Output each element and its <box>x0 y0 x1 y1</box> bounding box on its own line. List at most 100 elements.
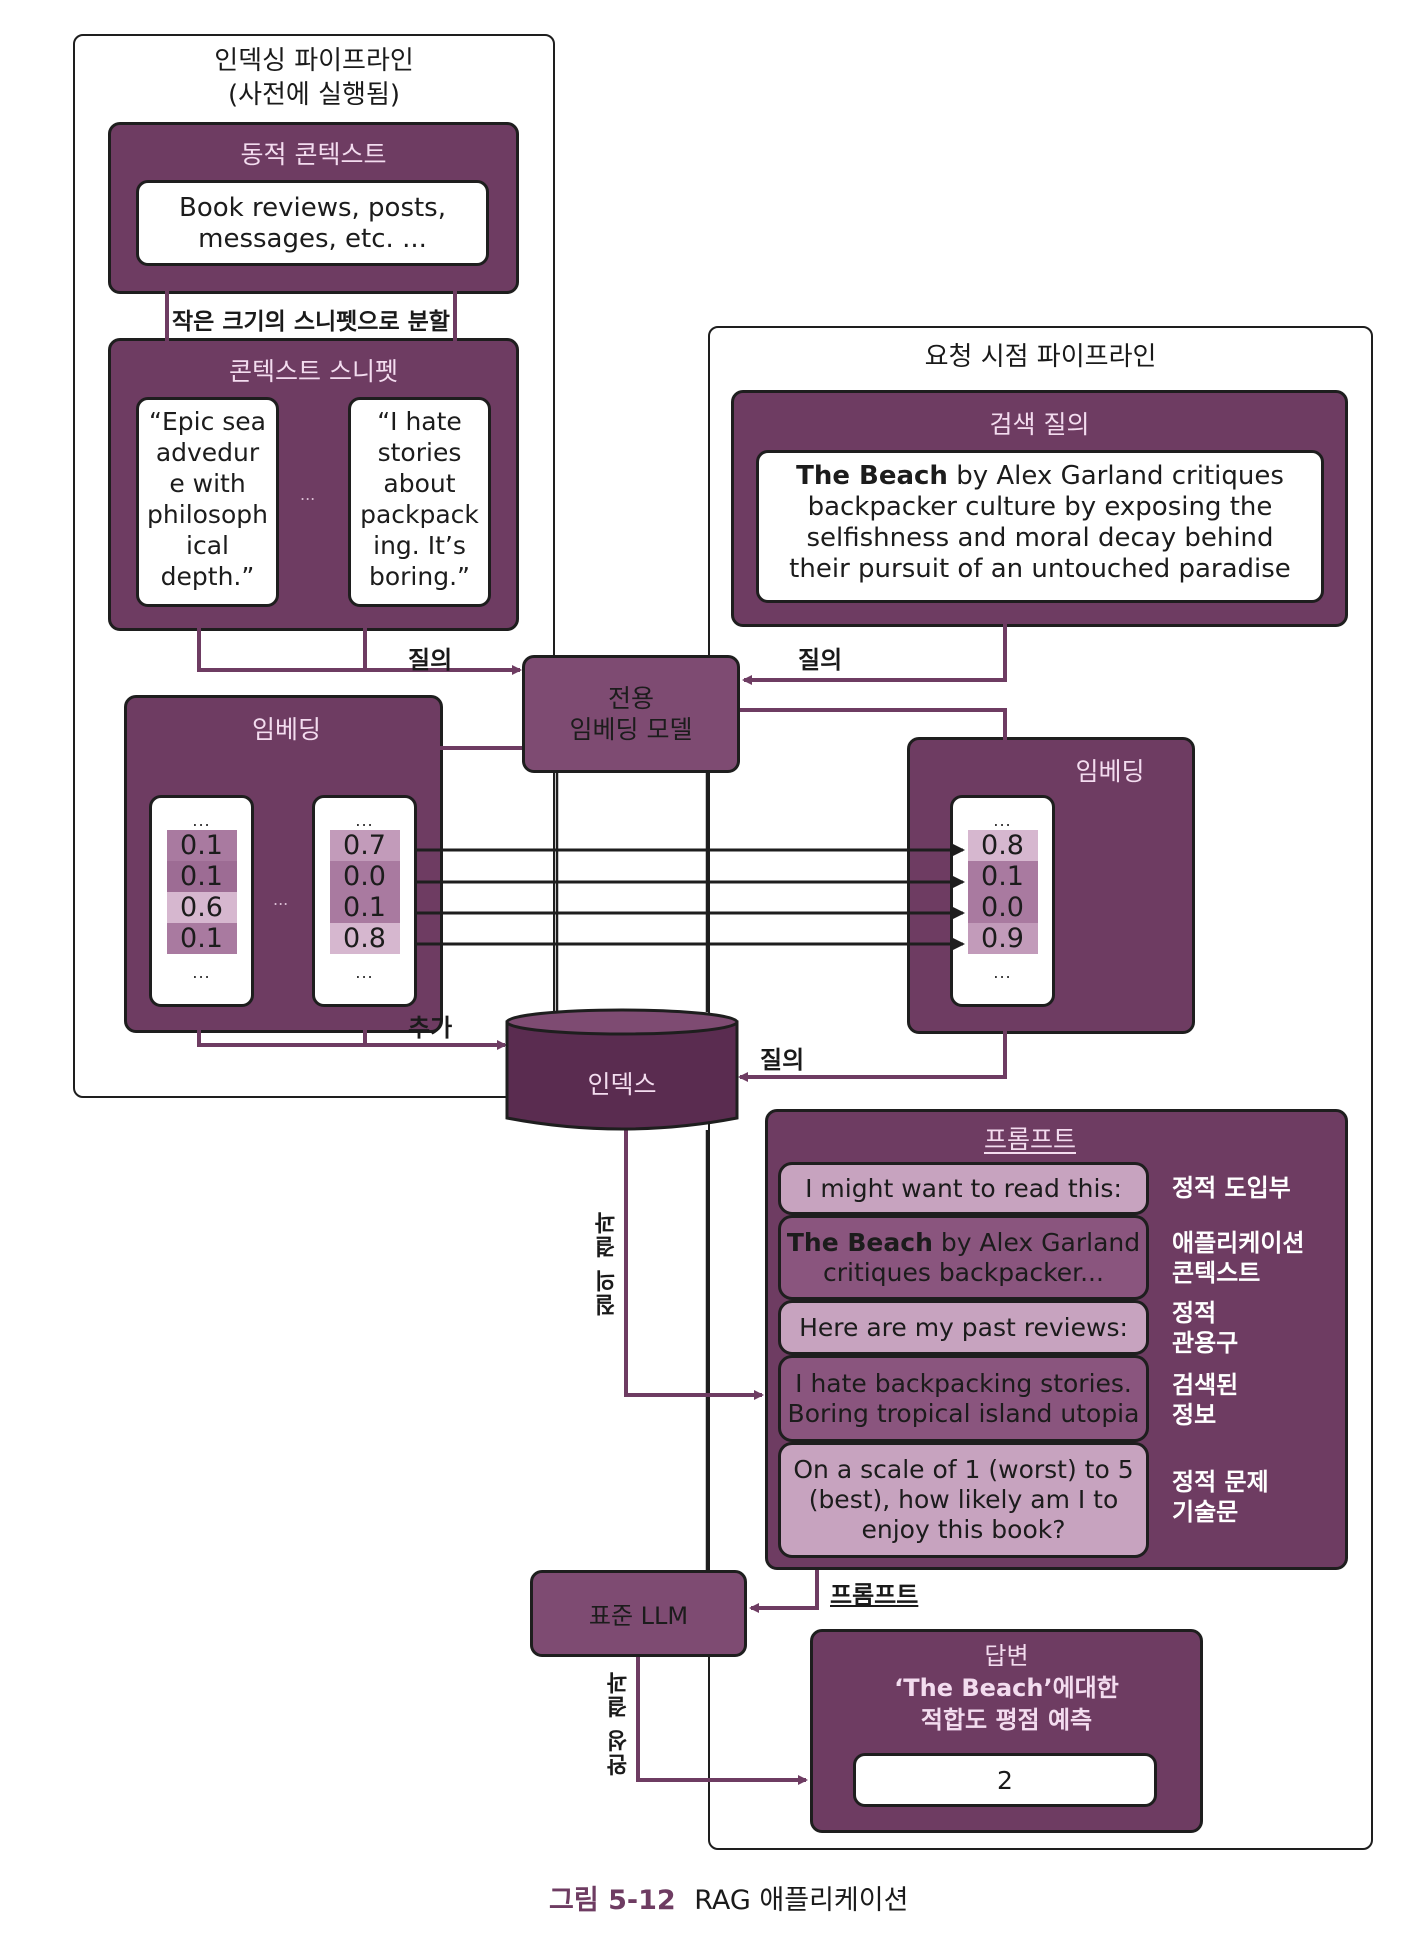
prompt-label-line: 관용구 <box>1172 1329 1239 1357</box>
snippet-line: depth.” <box>160 562 255 591</box>
snippet-line: advedur <box>155 438 260 467</box>
indexing-pipeline-title-line2: (사전에 실행됨) <box>227 80 401 110</box>
vector-value: 0.6 <box>166 892 237 923</box>
figure-caption: 그림 5-12 RAG 애플리케이션 <box>549 1878 908 1917</box>
request-pipeline-title: 요청 시점 파이프라인 <box>924 342 1157 372</box>
vector-value: 0.1 <box>166 830 237 861</box>
prompt-label-line: 콘텍스트 <box>1172 1259 1261 1287</box>
search-query-line4: their pursuit of an untouched paradise <box>789 554 1291 584</box>
figure-number: 그림 5-12 <box>549 1885 676 1916</box>
vector-value: 0.1 <box>166 861 237 892</box>
indexing-embeddings-title: 임베딩 <box>252 715 322 744</box>
prompt-item-text: enjoy this book? <box>861 1515 1066 1544</box>
vector-value: 0.0 <box>329 861 400 892</box>
snippet-line: about <box>383 469 456 498</box>
prompt-label-line: 정적 <box>1172 1299 1217 1327</box>
prompt-label-line: 정적 문제 <box>1172 1468 1269 1496</box>
snippet-line: ical <box>186 531 229 560</box>
vector-ellipsis-bottom: ... <box>355 963 374 982</box>
snippet-line: ing. It’s <box>373 531 466 560</box>
prompt-item-app-context: The Beach by Alex Garland critiques back… <box>778 1215 1149 1300</box>
completion-label: 완성 결과 <box>607 1670 632 1776</box>
dynamic-context-text-box: Book reviews, posts, messages, etc. ... <box>136 180 489 266</box>
search-query-line2: backpacker culture by exposing the <box>807 492 1273 522</box>
embedding-model-line1: 전용 <box>607 684 654 713</box>
context-snippets-title: 콘텍스트 스니펫 <box>229 357 398 386</box>
search-query-line3: selfishness and moral decay behind <box>806 523 1274 553</box>
llm-box: 표준 LLM <box>530 1570 747 1657</box>
prompt-title: 프롬프트 <box>983 1125 1076 1154</box>
prompt-item-static-intro: I might want to read this: <box>778 1162 1149 1215</box>
prompt-label-static-intro: 정적 도입부 <box>1172 1173 1291 1203</box>
prompt-item-text: I might want to read this: <box>805 1173 1122 1203</box>
answer-value: 2 <box>997 1765 1013 1795</box>
prompt-item-text: by Alex Garland <box>932 1227 1141 1257</box>
indexing-pipeline-title-line1: 인덱싱 파이프라인 <box>214 46 414 76</box>
snippet-card: “Epic sea advedur e with philosoph ical … <box>136 397 279 607</box>
prompt-label-static-boilerplate: 정적 관용구 <box>1172 1298 1238 1358</box>
vector-value: 0.9 <box>967 923 1038 954</box>
prompt-item-text: On a scale of 1 (worst) to 5 <box>793 1455 1134 1484</box>
prompt-item-text: (best), how likely am I to <box>808 1485 1119 1514</box>
snippet-line: “Epic sea <box>149 407 266 436</box>
book-title: The Beach <box>786 1227 933 1257</box>
add-label: 추가 <box>408 1014 453 1042</box>
prompt-item-text: Here are my past reviews: <box>799 1312 1128 1342</box>
answer-title-group: 답변 ‘The Beach’에대한 적합도 평점 예측 <box>810 1640 1203 1736</box>
vector-value: 0.8 <box>329 923 400 954</box>
split-label: 작은 크기의 스니펫으로 분할 <box>172 302 450 336</box>
search-query-label: 질의 <box>798 646 843 674</box>
request-embeddings-title: 임베딩 <box>1075 757 1145 786</box>
vector-value: 0.1 <box>329 892 400 923</box>
embedding-vector: ... 0.7 0.0 0.1 0.8 ... <box>312 795 417 1007</box>
prompt-label-app-context: 애플리케이션 콘텍스트 <box>1172 1228 1304 1288</box>
embedding-vector: ... 0.1 0.1 0.6 0.1 ... <box>149 795 254 1007</box>
dynamic-context-line2: messages, etc. ... <box>198 224 427 254</box>
prompt-label-line: 검색된 <box>1172 1371 1239 1399</box>
prompt-label-line: 정적 도입부 <box>1172 1174 1291 1202</box>
search-query-text-box: The Beach by Alex Garland critiques back… <box>756 450 1324 603</box>
prompt-item-text: Boring tropical island utopia <box>787 1398 1140 1428</box>
answer-subtitle-line2: 적합도 평점 예측 <box>920 1706 1093 1734</box>
snippet-line: boring.” <box>368 562 470 591</box>
embedding-model-box: 전용 임베딩 모델 <box>522 655 740 773</box>
dynamic-context-title: 동적 콘텍스트 <box>240 140 387 169</box>
vector-ellipsis-top: ... <box>355 811 374 830</box>
query-result-label: 질의 결과 <box>595 1210 620 1316</box>
vector-value: 0.1 <box>967 861 1038 892</box>
snippets-query-label: 질의 <box>408 646 453 674</box>
prompt-label-static-question: 정적 문제 기술문 <box>1172 1467 1269 1527</box>
prompt-item-static-boilerplate: Here are my past reviews: <box>778 1300 1149 1355</box>
book-title: The Beach <box>796 461 948 491</box>
prompt-label-line: 애플리케이션 <box>1172 1229 1305 1257</box>
prompt-label-line: 기술문 <box>1172 1498 1239 1526</box>
indexing-pipeline-title: 인덱싱 파이프라인 (사전에 실행됨) <box>73 44 555 112</box>
prompt-item-static-question: On a scale of 1 (worst) to 5 (best), how… <box>778 1442 1149 1558</box>
vector-value: 0.0 <box>967 892 1038 923</box>
snippets-ellipsis: ... <box>300 485 316 504</box>
snippet-line: packpack <box>360 500 479 529</box>
dynamic-context-line1: Book reviews, posts, <box>179 193 446 223</box>
prompt-item-text: I hate backpacking stories. <box>795 1368 1132 1398</box>
answer-title: 답변 <box>984 1642 1029 1670</box>
vector-value: 0.1 <box>166 923 237 954</box>
snippet-line: “I hate <box>377 407 462 436</box>
snippet-line: stories <box>377 438 462 467</box>
snippet-line: e with <box>169 469 246 498</box>
vector-value: 0.8 <box>967 830 1038 861</box>
answer-subtitle-line1: ‘The Beach’에대한 <box>894 1674 1119 1702</box>
answer-value-box: 2 <box>853 1753 1157 1807</box>
prompt-label-retrieved-info: 검색된 정보 <box>1172 1370 1238 1430</box>
embedding-model-line2: 임베딩 모델 <box>569 715 693 744</box>
snippet-card: “I hate stories about packpack ing. It’s… <box>348 397 491 607</box>
search-query-title: 검색 질의 <box>989 410 1090 439</box>
snippet-line: philosoph <box>147 500 268 529</box>
prompt-item-retrieved-info: I hate backpacking stories. Boring tropi… <box>778 1355 1149 1442</box>
prompt-arrow-label: 프롬프트 <box>830 1581 919 1609</box>
vector-ellipsis-top: ... <box>192 811 211 830</box>
prompt-label-line: 정보 <box>1172 1401 1217 1429</box>
vector-ellipsis-bottom: ... <box>192 963 211 982</box>
index-label: 인덱스 <box>587 1070 657 1099</box>
query-embedding-vector: ... 0.8 0.1 0.0 0.9 ... <box>950 795 1055 1007</box>
index-query-label: 질의 <box>760 1046 805 1074</box>
